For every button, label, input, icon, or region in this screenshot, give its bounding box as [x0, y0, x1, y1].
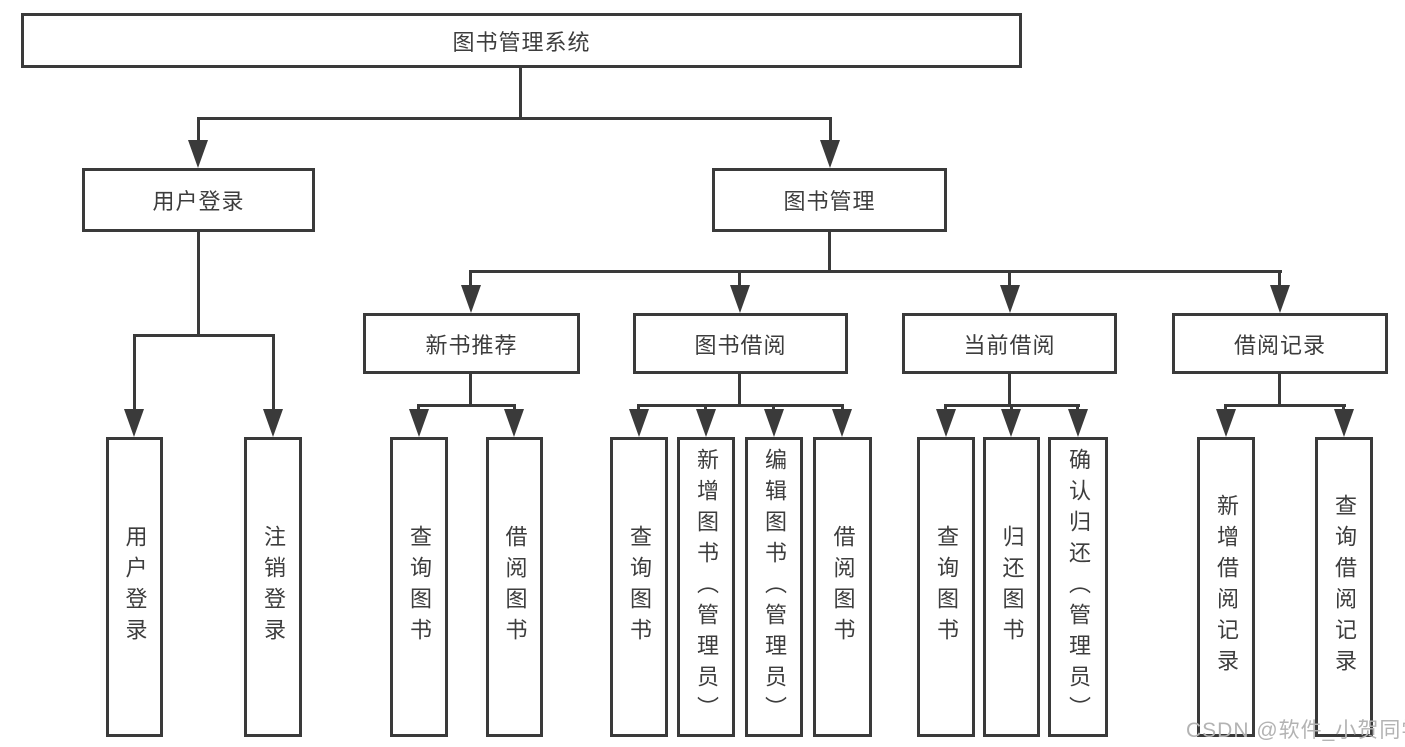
node-book-borrow: 图书借阅	[633, 313, 848, 374]
connector-drop-leaf-logout	[272, 334, 275, 415]
leaf-nb-query-books-label: 查询图书	[407, 525, 432, 649]
leaf-bb-add-books-admin-label: 新增图书（管理员）	[694, 447, 719, 727]
watermark: CSDN @软件_小贺同学	[1186, 719, 1405, 742]
arrowhead-user-login	[188, 140, 208, 168]
arrowhead-current-borrow	[1000, 285, 1020, 313]
node-book-borrow-label: 图书借阅	[694, 332, 787, 358]
arrowhead-cb-confirm	[1068, 409, 1088, 437]
arrowhead-br-query	[1334, 409, 1354, 437]
node-borrow-records: 借阅记录	[1172, 313, 1388, 374]
arrowhead-nb-borrow	[504, 409, 524, 437]
leaf-cb-query-books: 查询图书	[917, 437, 975, 737]
leaf-bb-edit-books-admin: 编辑图书（管理员）	[745, 437, 803, 737]
node-current-borrow: 当前借阅	[902, 313, 1117, 374]
connector-borrow-records-stem	[1278, 374, 1281, 407]
arrowhead-cb-query	[936, 409, 956, 437]
connector-drop-user-login	[197, 117, 200, 148]
leaf-br-add-record-label: 新增借阅记录	[1214, 494, 1239, 680]
node-root: 图书管理系统	[21, 13, 1022, 68]
leaf-nb-borrow-books: 借阅图书	[486, 437, 543, 737]
arrowhead-bb-edit	[764, 409, 784, 437]
arrowhead-borrow-records	[1270, 285, 1290, 313]
connector-drop-leaf-user-login	[133, 334, 136, 415]
leaf-bb-add-books-admin: 新增图书（管理员）	[677, 437, 735, 737]
leaf-logout: 注销登录	[244, 437, 302, 737]
arrowhead-leaf-logout	[263, 409, 283, 437]
arrowhead-nb-query	[409, 409, 429, 437]
node-new-book-rec-label: 新书推荐	[425, 332, 518, 358]
node-current-borrow-label: 当前借阅	[963, 332, 1056, 358]
connector-book-mgmt-stem	[828, 232, 831, 273]
connector-current-borrow-stem	[1008, 374, 1011, 407]
leaf-cb-confirm-return-admin-label: 确认归还（管理员）	[1066, 447, 1091, 727]
leaf-user-login-label: 用户登录	[122, 525, 148, 649]
connector-root-bus	[197, 117, 832, 120]
arrowhead-bb-borrow	[832, 409, 852, 437]
arrowhead-book-mgmt	[820, 140, 840, 168]
connector-book-borrow-stem	[738, 374, 741, 407]
leaf-bb-query-books: 查询图书	[610, 437, 668, 737]
node-root-label: 图书管理系统	[452, 29, 591, 55]
connector-user-login-stem	[197, 232, 200, 337]
connector-new-book-rec-stem	[469, 374, 472, 407]
connector-drop-borrow-records	[1278, 270, 1281, 290]
arrowhead-bb-add	[696, 409, 716, 437]
connector-drop-book-mgmt	[829, 117, 832, 148]
node-user-login-label: 用户登录	[152, 189, 245, 214]
leaf-user-login: 用户登录	[106, 437, 163, 737]
connector-drop-new-book-rec	[469, 270, 472, 290]
connector-drop-book-borrow	[738, 270, 741, 290]
leaf-br-add-record: 新增借阅记录	[1197, 437, 1255, 737]
leaf-br-query-record-label: 查询借阅记录	[1332, 494, 1357, 680]
leaf-logout-label: 注销登录	[261, 525, 286, 649]
leaf-nb-borrow-books-label: 借阅图书	[502, 525, 528, 649]
connector-drop-current-borrow	[1008, 270, 1011, 290]
arrowhead-leaf-user-login	[124, 409, 144, 437]
leaf-cb-confirm-return-admin: 确认归还（管理员）	[1048, 437, 1108, 737]
arrowhead-new-book-rec	[461, 285, 481, 313]
node-new-book-rec: 新书推荐	[363, 313, 580, 374]
arrowhead-cb-return	[1001, 409, 1021, 437]
arrowhead-bb-query	[629, 409, 649, 437]
leaf-bb-borrow-books-label: 借阅图书	[830, 525, 856, 649]
connector-new-book-rec-bus	[417, 404, 516, 407]
leaf-bb-borrow-books: 借阅图书	[813, 437, 872, 737]
node-book-mgmt-label: 图书管理	[783, 189, 876, 214]
leaf-bb-query-books-label: 查询图书	[627, 525, 652, 649]
leaf-cb-query-books-label: 查询图书	[934, 525, 959, 649]
connector-borrow-records-bus	[1224, 404, 1346, 407]
leaf-bb-edit-books-admin-label: 编辑图书（管理员）	[762, 447, 787, 727]
connector-root-stem	[519, 68, 522, 118]
node-user-login: 用户登录	[82, 168, 315, 232]
leaf-nb-query-books: 查询图书	[390, 437, 448, 737]
leaf-cb-return-books-label: 归还图书	[999, 525, 1025, 649]
connector-book-borrow-bus	[637, 404, 844, 407]
node-borrow-records-label: 借阅记录	[1233, 332, 1326, 358]
arrowhead-book-borrow	[730, 285, 750, 313]
leaf-br-query-record: 查询借阅记录	[1315, 437, 1373, 737]
leaf-cb-return-books: 归还图书	[983, 437, 1040, 737]
connector-level3-bus	[469, 270, 1282, 273]
connector-user-login-bus	[133, 334, 275, 337]
node-book-mgmt: 图书管理	[712, 168, 947, 232]
arrowhead-br-add	[1216, 409, 1236, 437]
